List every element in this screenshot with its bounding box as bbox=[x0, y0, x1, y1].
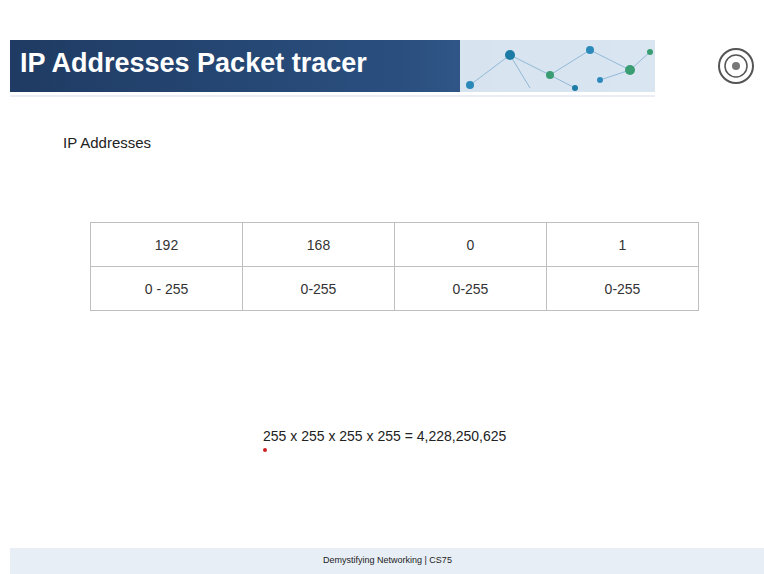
table-cell: 0-255 bbox=[395, 267, 546, 310]
table-cell: 0 bbox=[395, 223, 546, 266]
table-cell: 168 bbox=[243, 223, 394, 266]
slide-title: IP Addresses Packet tracer bbox=[20, 48, 367, 79]
ip-table-grid bbox=[91, 223, 699, 311]
pointer-dot bbox=[263, 448, 267, 452]
institute-logo bbox=[719, 49, 753, 83]
subtitle: IP Addresses bbox=[63, 134, 151, 151]
table-cell: 1 bbox=[547, 223, 698, 266]
footer-text: Demystifying Networking | CS75 bbox=[323, 555, 452, 565]
network-graphic bbox=[460, 40, 655, 92]
table-cell: 0-255 bbox=[547, 267, 698, 310]
footer-band bbox=[10, 548, 764, 574]
table-cell: 192 bbox=[91, 223, 242, 266]
title-bar bbox=[10, 40, 655, 92]
rule bbox=[10, 96, 655, 97]
equation: 255 x 255 x 255 x 255 = 4,228,250,625 bbox=[263, 428, 506, 444]
table-cell: 0 - 255 bbox=[91, 267, 242, 310]
table-cell: 0-255 bbox=[243, 267, 394, 310]
